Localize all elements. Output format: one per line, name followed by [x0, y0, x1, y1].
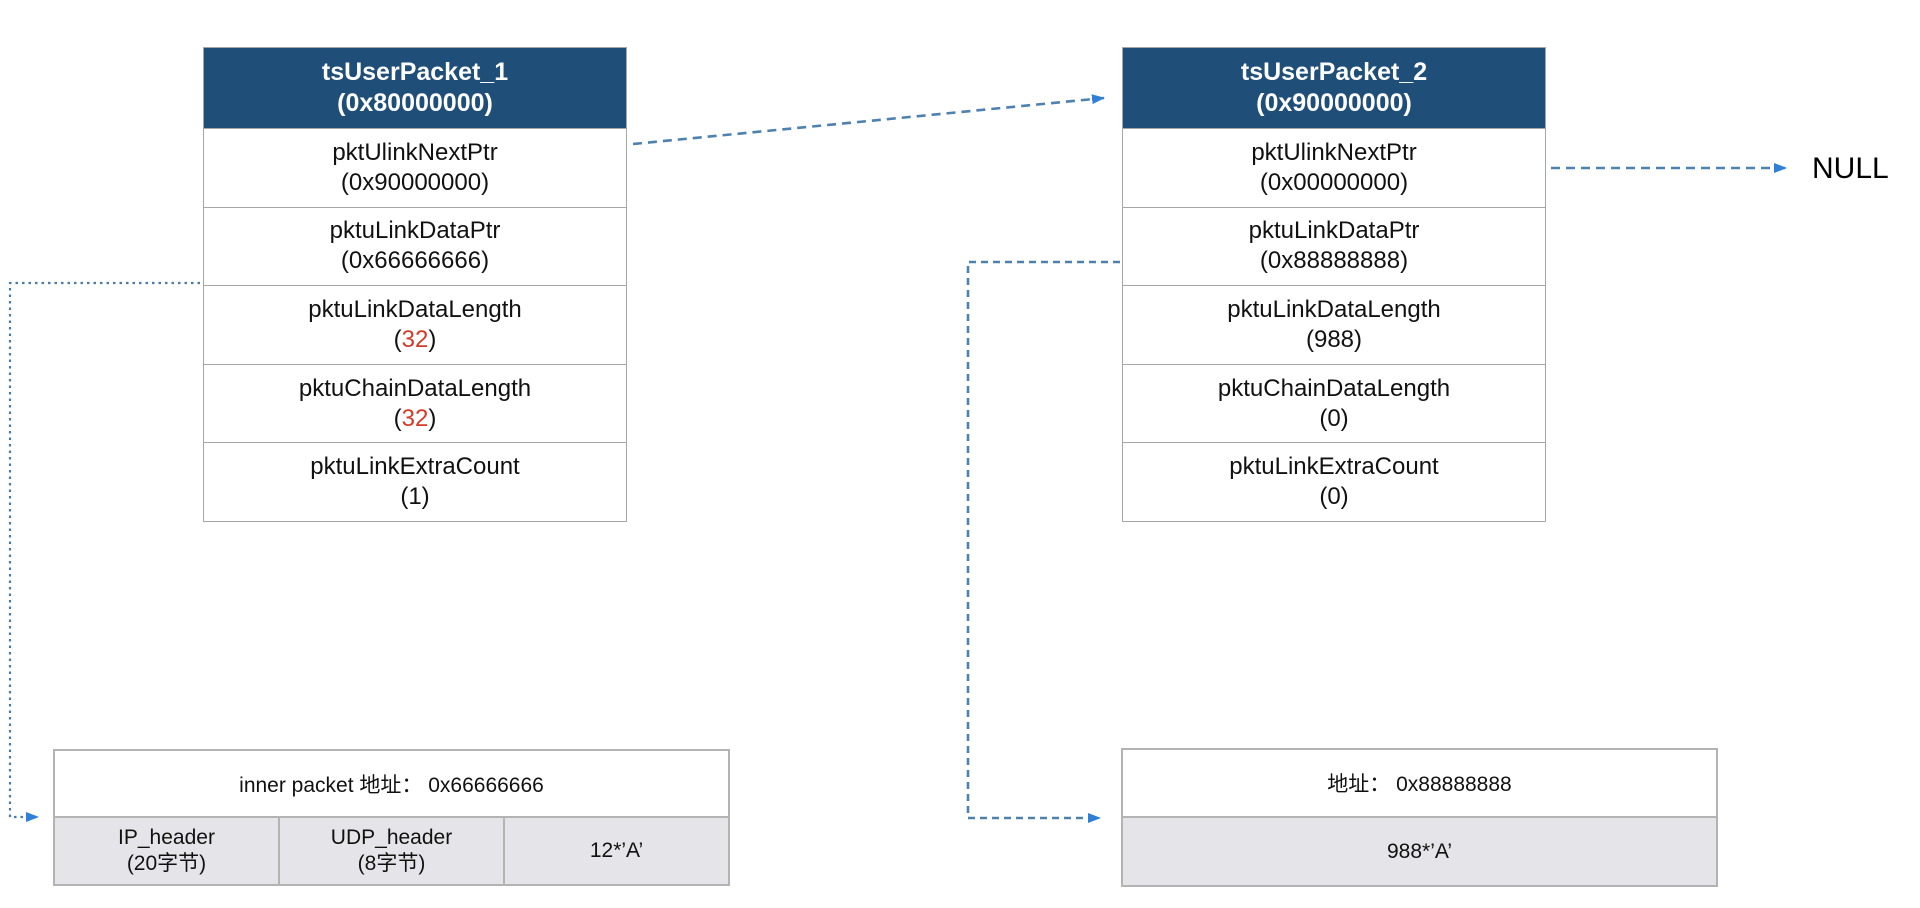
field-name: pktUlinkNextPtr — [332, 138, 498, 166]
inner-packet-buffer-address: inner packet 地址： 0x66666666 — [55, 751, 728, 816]
packet2-field-ulinkdataptr: pktuLinkDataPtr (0x88888888) — [1123, 206, 1545, 286]
paren-close: ) — [1340, 404, 1349, 432]
field-value-number: 32 — [401, 325, 429, 353]
packet1-address: (0x80000000) — [337, 89, 493, 117]
field-name: pktuChainDataLength — [298, 374, 532, 402]
field-name: pktuLinkDataLength — [1227, 295, 1441, 323]
inner-packet-buffer-cells: IP_header (20字节) UDP_header (8字节) 12*’A’ — [55, 816, 728, 884]
packet2-address: (0x90000000) — [1256, 89, 1412, 117]
paren-close: ) — [428, 404, 437, 432]
field-value-number: 0x88888888 — [1267, 247, 1401, 275]
field-name: pktuLinkExtraCount — [310, 453, 520, 481]
field-name: pktUlinkNextPtr — [1251, 138, 1417, 166]
field-value-number: 0x90000000 — [348, 168, 482, 196]
packet2-struct-table: tsUserPacket_2 (0x90000000) pktUlinkNext… — [1122, 47, 1546, 522]
paren-close: ) — [481, 247, 490, 275]
arrow-packet2-to-data-buffer — [966, 260, 1120, 823]
paren-open: ( — [1319, 483, 1328, 511]
field-value: (988) — [1306, 325, 1362, 355]
field-value: (0x90000000) — [341, 168, 489, 198]
paren-close: ) — [421, 483, 430, 511]
paren-open: ( — [393, 404, 402, 432]
paren-close: ) — [1400, 168, 1409, 196]
paren-close: ) — [1340, 483, 1349, 511]
paren-close: ) — [1400, 247, 1409, 275]
field-value: (0x66666666) — [341, 246, 489, 276]
field-value-number: 988 — [1313, 325, 1355, 353]
field-value: (32) — [394, 325, 437, 355]
cell-line1: 988*’A’ — [1387, 839, 1452, 863]
cell-line1: IP_header — [118, 826, 215, 849]
field-value: (0x00000000) — [1260, 168, 1408, 198]
inner-packet-buffer-table: inner packet 地址： 0x66666666 IP_header (2… — [53, 749, 730, 886]
packet2-field-uchaindatalength: pktuChainDataLength (0) — [1123, 363, 1545, 443]
field-value: (1) — [400, 482, 429, 512]
packet2-field-ulinkextracount: pktuLinkExtraCount (0) — [1123, 442, 1545, 521]
field-value-number: 32 — [401, 404, 429, 432]
paren-open: ( — [1259, 168, 1268, 196]
packet2-header: tsUserPacket_2 (0x90000000) — [1123, 48, 1545, 128]
packet2-data-buffer-table: 地址： 0x88888888 988*’A’ — [1121, 748, 1718, 887]
paren-open: ( — [340, 168, 349, 196]
paren-close: ) — [481, 168, 490, 196]
packet1-field-ulinkdataptr: pktuLinkDataPtr (0x66666666) — [204, 206, 626, 286]
null-terminator-label: NULL — [1812, 152, 1889, 185]
field-value: (0) — [1319, 482, 1348, 512]
paren-open: ( — [340, 247, 349, 275]
paren-close: ) — [1354, 325, 1363, 353]
paren-open: ( — [393, 325, 402, 353]
packet1-header: tsUserPacket_1 (0x80000000) — [204, 48, 626, 128]
field-value-number: 1 — [408, 483, 422, 511]
packet2-title: tsUserPacket_2 — [1240, 58, 1428, 86]
packet1-field-uchaindatalength: pktuChainDataLength (32) — [204, 363, 626, 443]
field-name: pktuLinkDataPtr — [329, 217, 501, 245]
cell-line1: 12*’A’ — [589, 839, 644, 862]
cell-line2: (8字节) — [357, 852, 426, 875]
paren-open: ( — [1305, 325, 1314, 353]
field-value: (0) — [1319, 404, 1348, 434]
cell-line1: UDP_header — [330, 826, 453, 849]
arrow-packet1-to-packet2 — [632, 94, 1105, 146]
packet2-field-ulinknextptr: pktUlinkNextPtr (0x00000000) — [1123, 128, 1545, 207]
field-name: pktuChainDataLength — [1217, 374, 1451, 402]
buffer-cell-udp-header: UDP_header (8字节) — [278, 818, 503, 884]
paren-open: ( — [1259, 247, 1268, 275]
field-value: (0x88888888) — [1260, 246, 1408, 276]
field-name: pktuLinkDataPtr — [1248, 217, 1420, 245]
field-value: (32) — [394, 404, 437, 434]
packet1-field-ulinkextracount: pktuLinkExtraCount (1) — [204, 442, 626, 521]
packet2-field-ulinkdatalength: pktuLinkDataLength (988) — [1123, 285, 1545, 364]
paren-close: ) — [428, 325, 437, 353]
paren-open: ( — [1319, 404, 1328, 432]
cell-line2: (20字节) — [126, 852, 207, 875]
field-value-number: 0x00000000 — [1267, 168, 1401, 196]
buffer-cell-ip-header: IP_header (20字节) — [55, 818, 278, 884]
packet2-buffer-cells: 988*’A’ — [1123, 816, 1716, 885]
packet1-field-ulinkdatalength: pktuLinkDataLength (32) — [204, 285, 626, 364]
packet1-field-ulinknextptr: pktUlinkNextPtr (0x90000000) — [204, 128, 626, 207]
field-name: pktuLinkDataLength — [308, 295, 522, 323]
field-name: pktuLinkExtraCount — [1229, 453, 1439, 481]
buffer-cell-payload-988A: 988*’A’ — [1123, 818, 1716, 885]
packet2-buffer-address: 地址： 0x88888888 — [1123, 750, 1716, 816]
field-value-number: 0x66666666 — [348, 247, 482, 275]
buffer-cell-payload-12A: 12*’A’ — [503, 818, 728, 884]
field-value-number: 0 — [1327, 483, 1341, 511]
packet1-title: tsUserPacket_1 — [321, 58, 509, 86]
paren-open: ( — [400, 483, 409, 511]
field-value-number: 0 — [1327, 404, 1341, 432]
arrow-packet1-to-inner-buffer — [8, 281, 200, 822]
packet1-struct-table: tsUserPacket_1 (0x80000000) pktUlinkNext… — [203, 47, 627, 522]
